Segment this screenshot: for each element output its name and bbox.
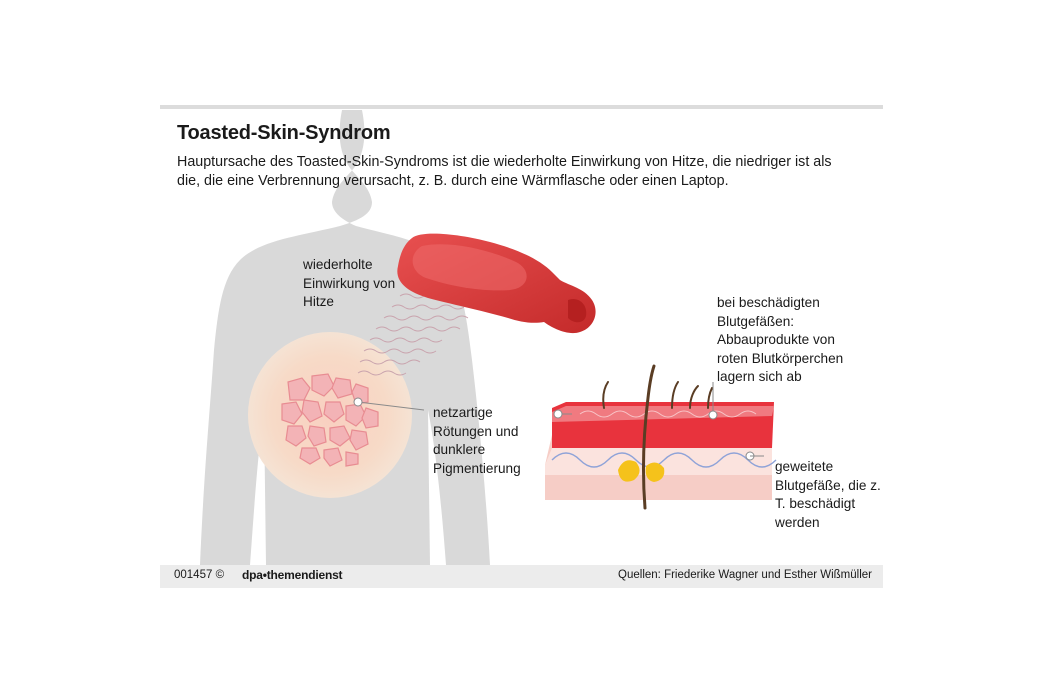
- redness-patch: [281, 373, 379, 467]
- label-redness: netzartige Rötungen und dunklere Pigment…: [433, 405, 521, 476]
- footer-id: 001457 ©: [174, 569, 225, 581]
- label-widened-vessels: geweitete Blutgefäße, die z. T. beschädi…: [775, 459, 881, 530]
- label-damaged-vessels: bei beschädigten Blutgefäßen: Abbauprodu…: [717, 295, 844, 385]
- footer-brand: dpa•themendienst: [242, 568, 343, 582]
- label-heat: wiederholte Einwirkung von Hitze: [303, 257, 396, 310]
- callouts: [353, 382, 764, 461]
- top-rule: [160, 105, 883, 109]
- subtitle: Hauptursache des Toasted-Skin-Syndroms i…: [177, 154, 832, 189]
- heat-waves: [357, 282, 473, 376]
- illustration: [200, 110, 777, 565]
- footer-bar: [160, 565, 883, 588]
- skin-cross-section: [545, 364, 777, 510]
- page-title: Toasted-Skin-Syndrom: [177, 122, 391, 144]
- hot-water-bottle: [397, 233, 596, 334]
